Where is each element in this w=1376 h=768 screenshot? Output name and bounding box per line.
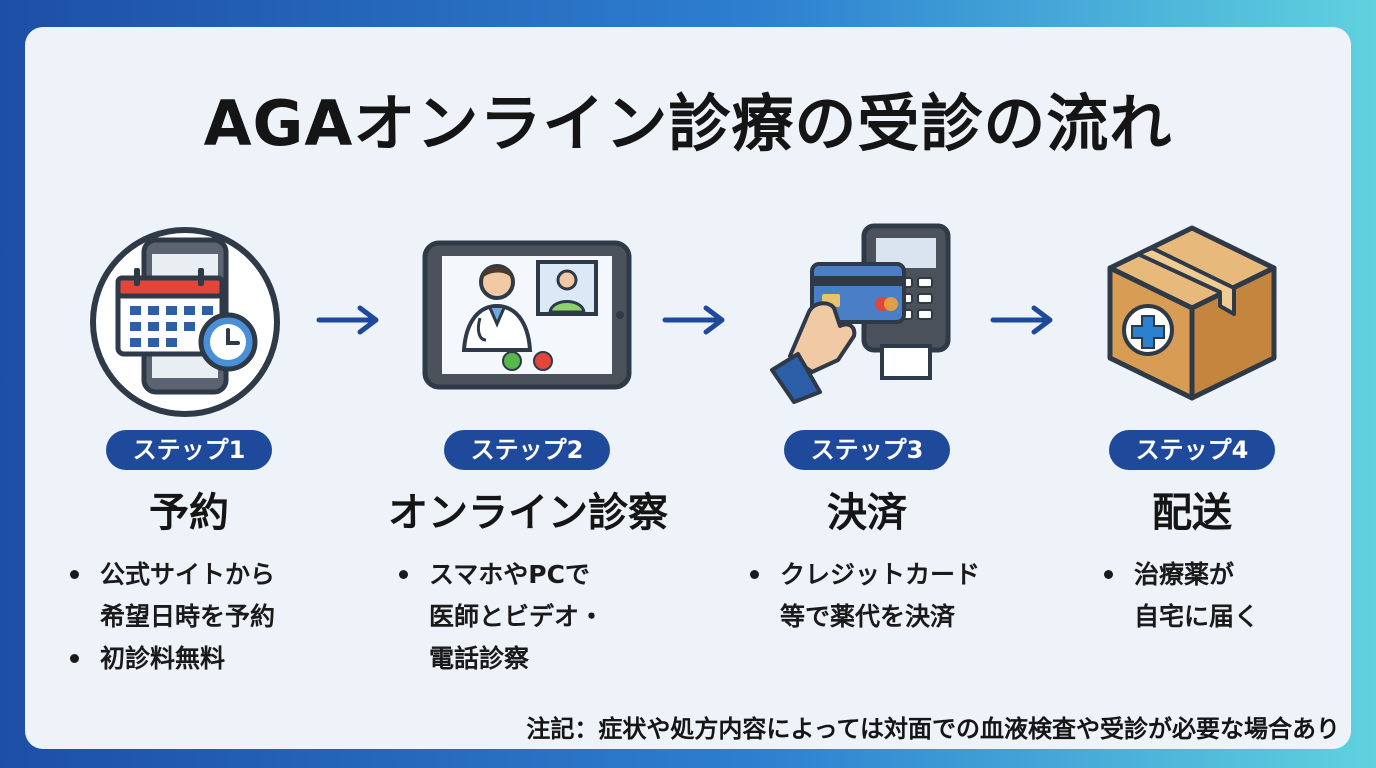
list-item: 公式サイトから 希望日時を予約: [66, 554, 275, 638]
step-3-details: クレジットカード 等で薬代を決済: [746, 554, 980, 638]
step-1-title: 予約: [149, 490, 229, 536]
step-2-title: オンライン診察: [388, 490, 668, 536]
credit-card-terminal-icon: [770, 223, 951, 404]
step-4-title: 配送: [1152, 490, 1232, 536]
arrow-right-icon: [316, 305, 379, 335]
calendar-smartphone-icon: [90, 227, 280, 417]
page-title: AGAオンライン診療の受診の流れ: [203, 87, 1173, 160]
arrow-right-icon: [990, 305, 1053, 335]
arrow-right-icon: [662, 305, 725, 335]
step-2-details: スマホやPCで 医師とビデオ・ 電話診察: [395, 554, 604, 680]
step-4-details: 治療薬が 自宅に届く: [1100, 554, 1259, 638]
footnote: 注記：症状や処方内容によっては対面での血液検査や受診が必要な場合あり: [526, 715, 1340, 743]
list-item: 初診料無料: [66, 638, 275, 680]
list-item: スマホやPCで 医師とビデオ・ 電話診察: [395, 554, 604, 680]
list-item: クレジットカード 等で薬代を決済: [746, 554, 980, 638]
tablet-video-call-icon: [422, 240, 632, 390]
step-1-badge: ステップ1: [106, 430, 272, 470]
step-2-badge: ステップ2: [444, 430, 610, 470]
step-3-badge: ステップ3: [784, 430, 950, 470]
step-3-title: 決済: [827, 490, 907, 536]
list-item: 治療薬が 自宅に届く: [1100, 554, 1259, 638]
step-1-details: 公式サイトから 希望日時を予約 初診料無料: [66, 554, 275, 680]
medical-package-icon: [1107, 225, 1277, 401]
step-4-badge: ステップ4: [1109, 430, 1275, 470]
